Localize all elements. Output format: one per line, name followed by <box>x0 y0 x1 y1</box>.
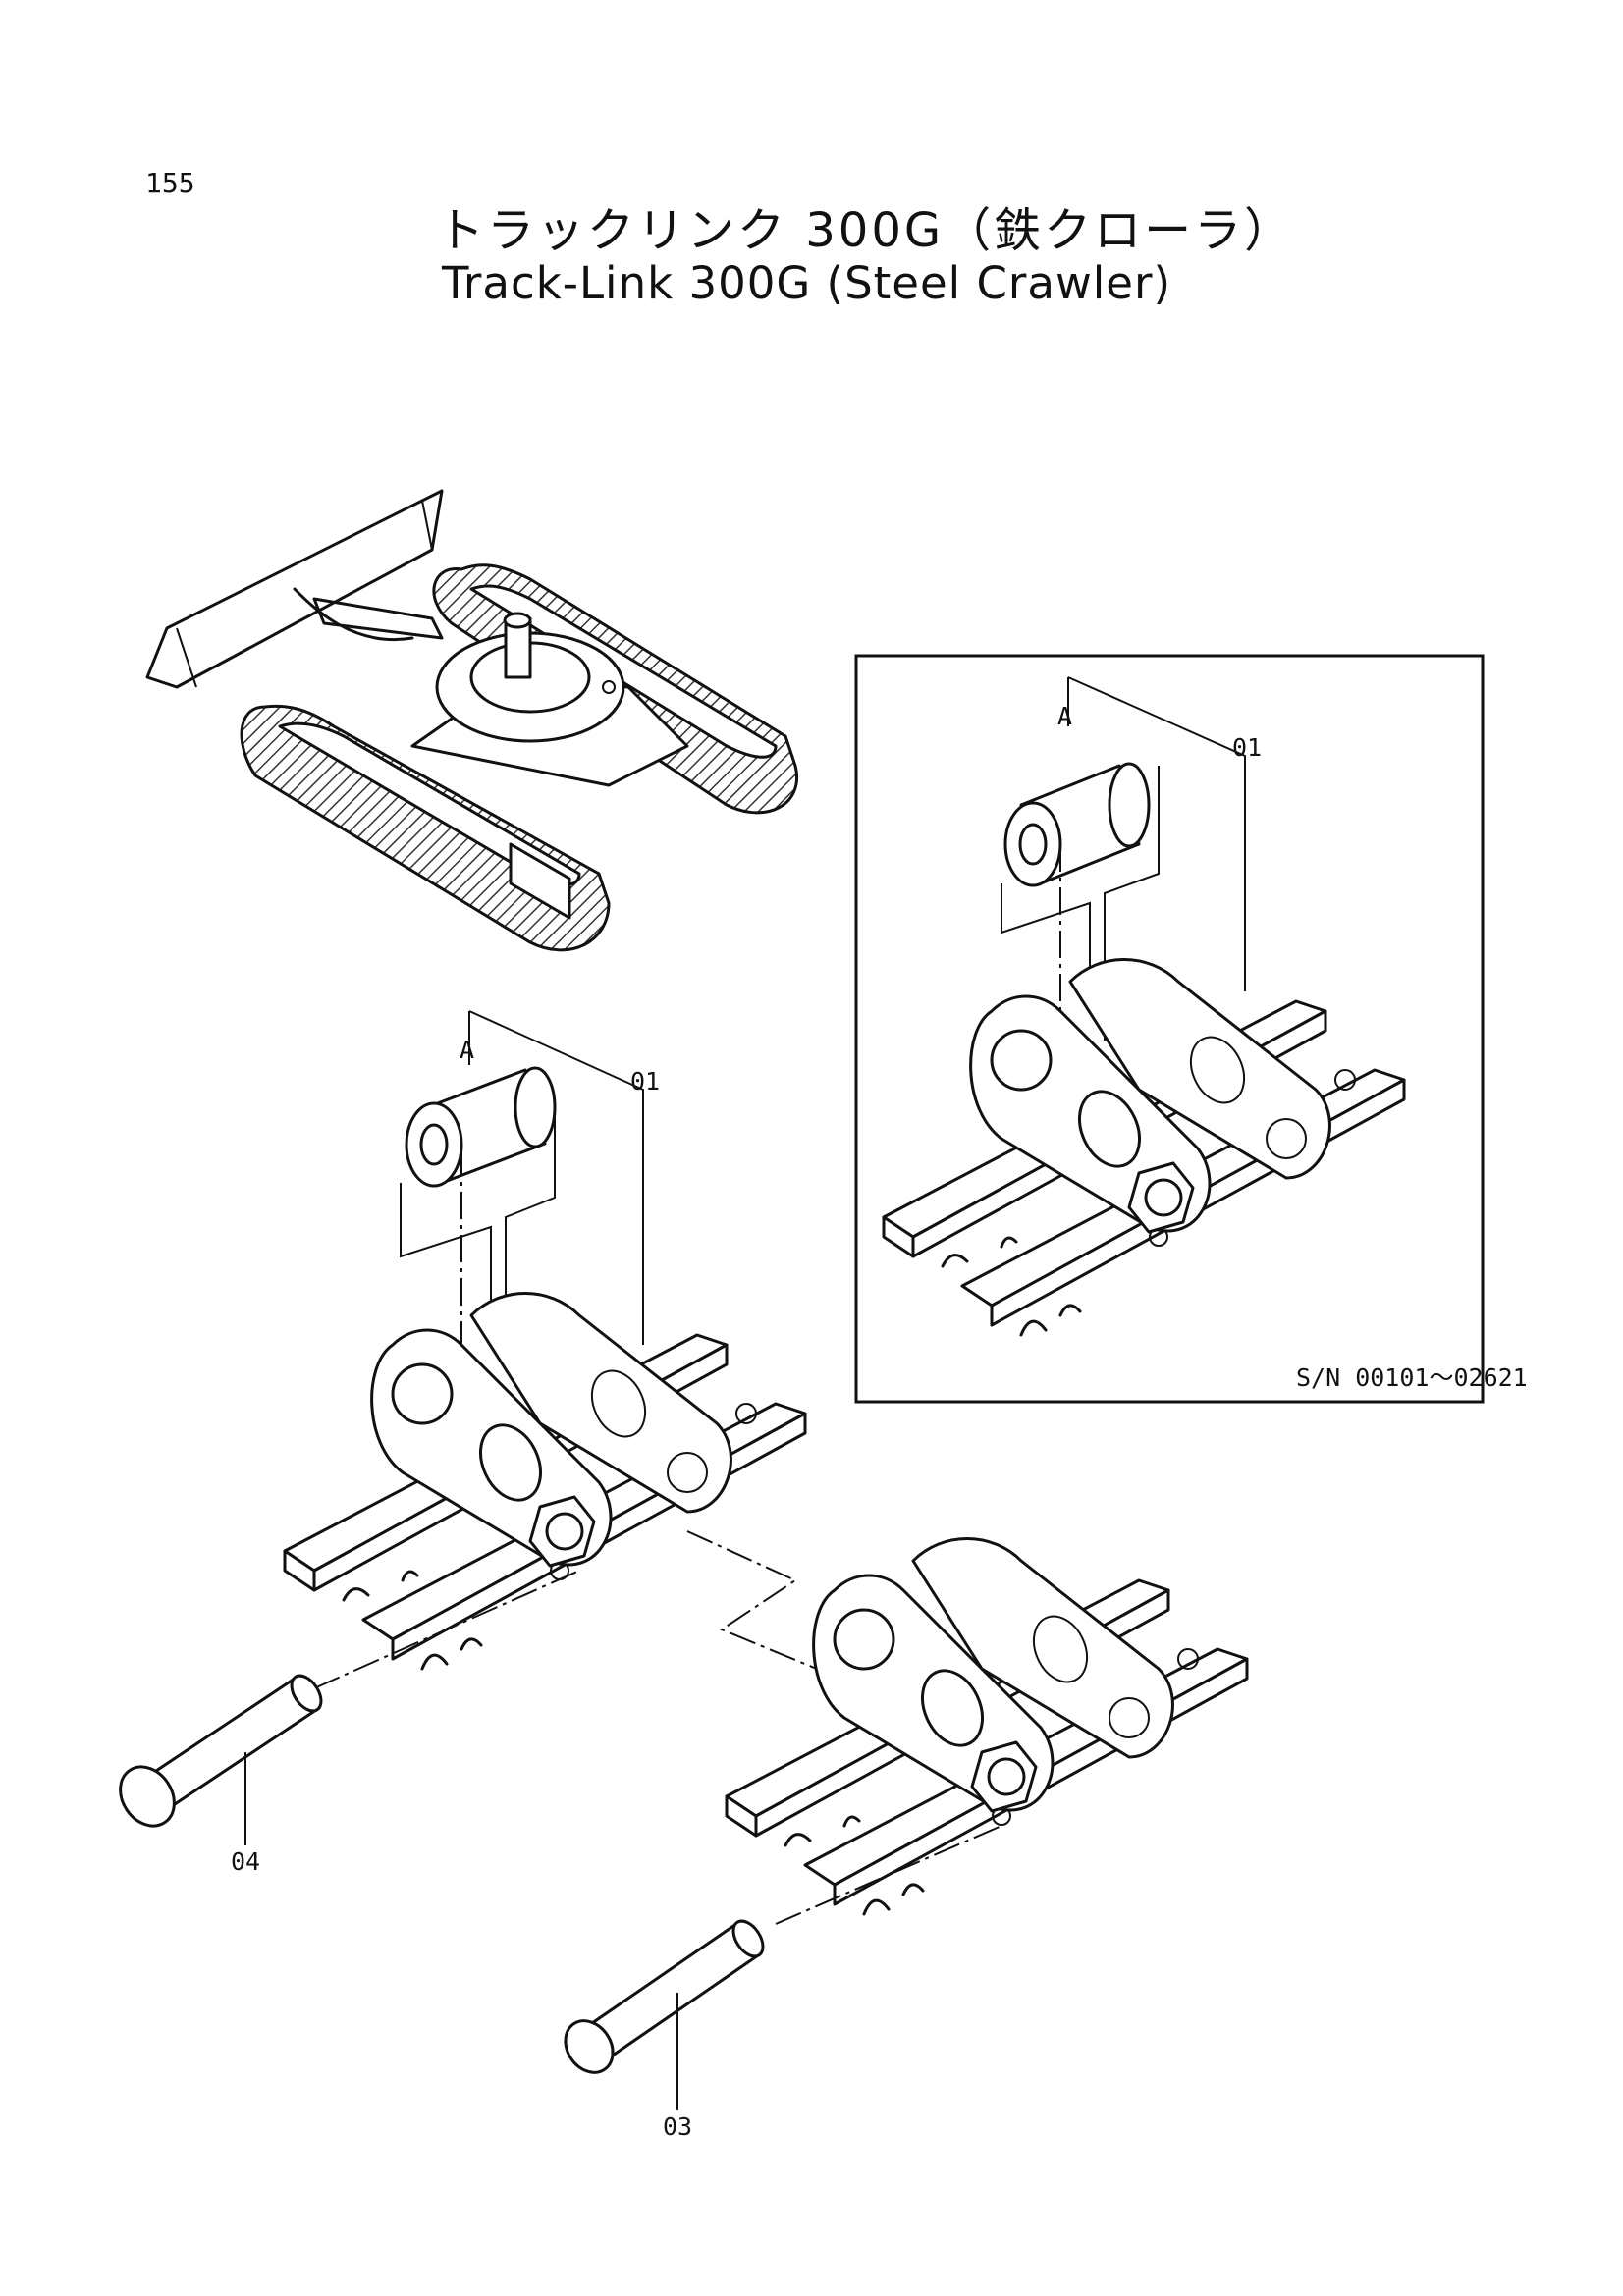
main-lower-track-link <box>725 1537 1249 1916</box>
label-03: 03 <box>663 2112 692 2141</box>
pin-part-03: 03 <box>564 1825 1002 2141</box>
main-label-01: 01 <box>630 1067 660 1095</box>
inset-frame <box>854 654 1485 1404</box>
main-label-a: A <box>460 1036 474 1064</box>
excavator-undercarriage-illustration <box>145 489 798 952</box>
pin-part-04: 04 <box>119 1674 323 1876</box>
label-04: 04 <box>231 1847 260 1876</box>
inset-label-01: 01 <box>1232 733 1262 762</box>
page-number: 155 <box>145 167 195 199</box>
main-upper-track-link <box>283 1292 807 1671</box>
page-title-english: Track-Link 300G (Steel Crawler) <box>442 257 1172 309</box>
inset-track-link-assembly <box>882 958 1406 1337</box>
inset-serial-number-note: S/N 00101～02621 <box>1296 1363 1528 1392</box>
inset-early-serial-box: A 01 S/N 00101～02621 <box>854 654 1528 1404</box>
main-bushing-part-a <box>400 1066 557 1394</box>
page-title-japanese: トラックリンク 300G（鉄クローラ） <box>437 203 1295 258</box>
main-track-link-assembly: A 01 04 <box>119 1010 1249 2141</box>
inset-label-a: A <box>1057 702 1072 730</box>
inset-bushing-part-a <box>1001 762 1160 1041</box>
